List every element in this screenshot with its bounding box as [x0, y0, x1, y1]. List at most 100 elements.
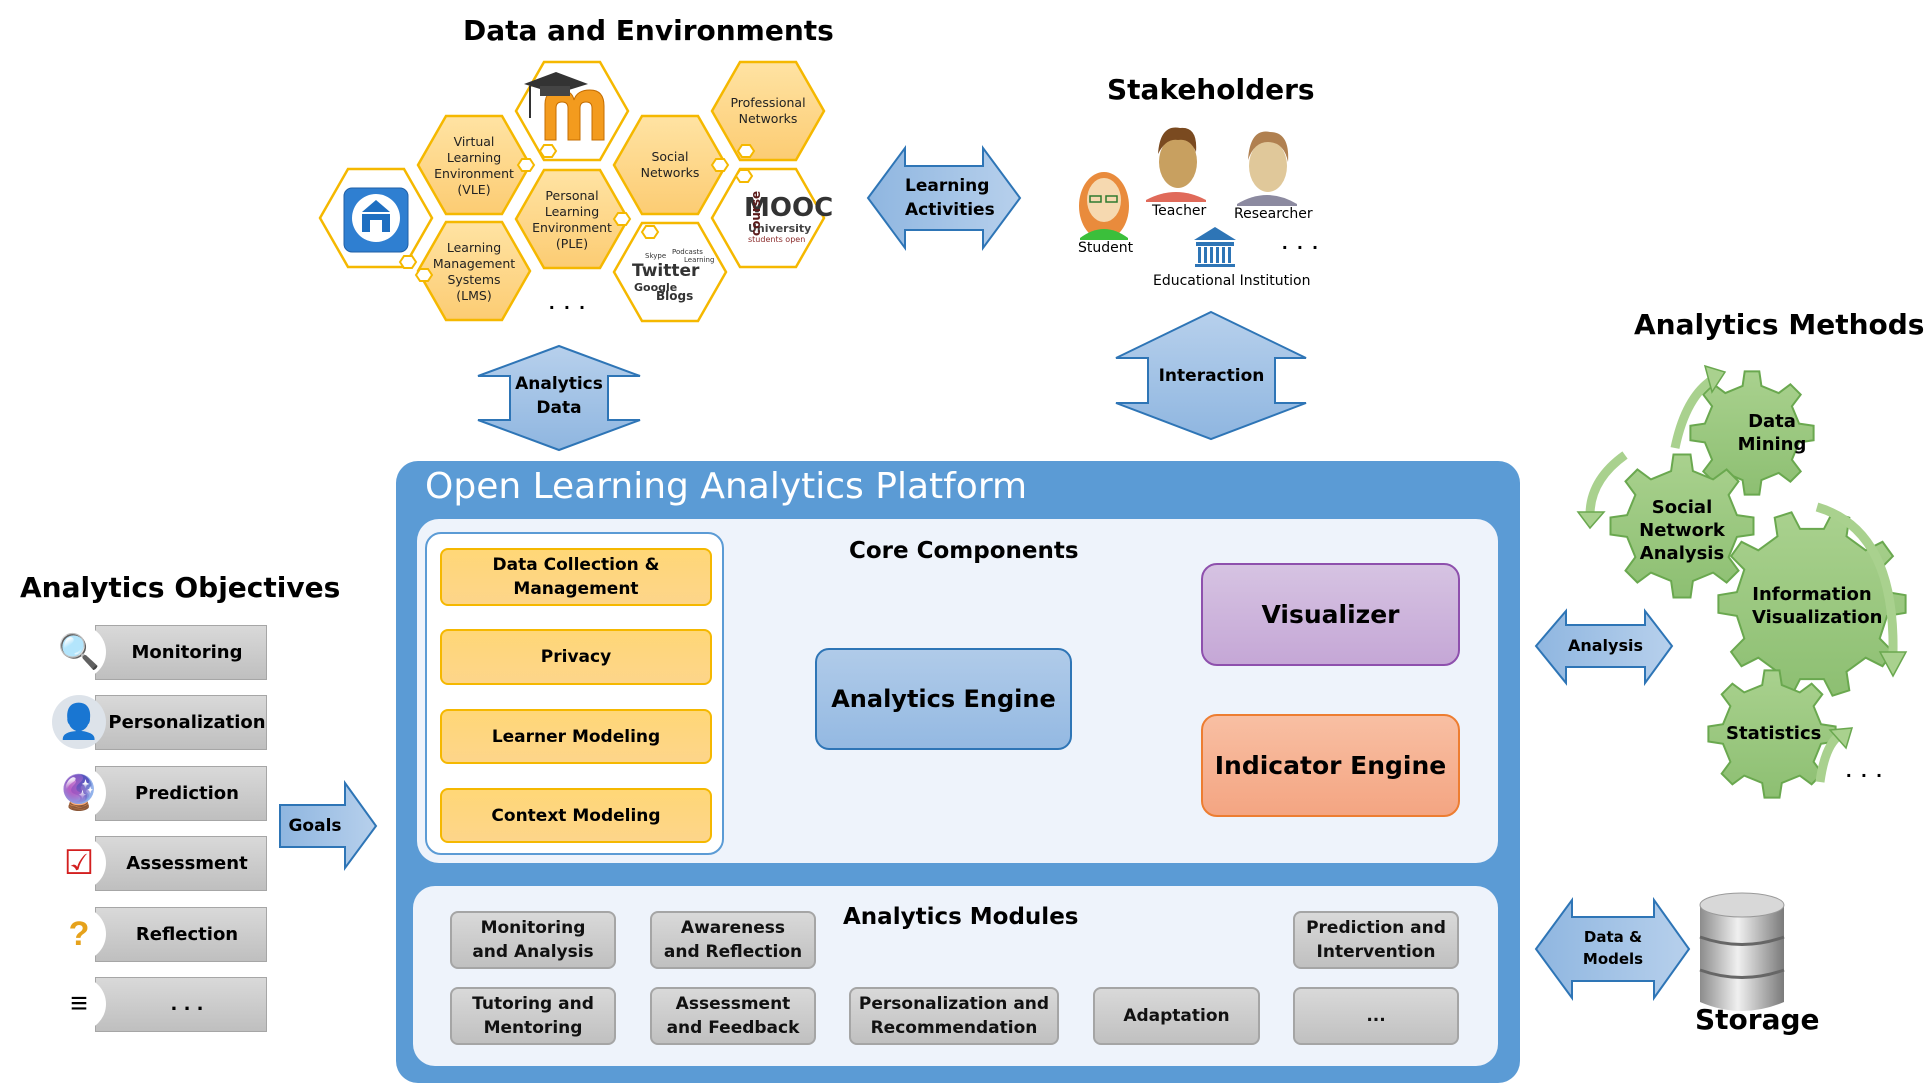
- objective-monitoring: Monitoring: [95, 625, 267, 680]
- svg-text:Podcasts: Podcasts: [672, 248, 703, 256]
- analytics-engine-box[interactable]: Analytics Engine: [815, 648, 1072, 750]
- mooc-wordcloud-icon: MOOC University students open course: [744, 191, 833, 244]
- hexagon-lms-label: Learning Management Systems (LMS): [418, 240, 530, 304]
- module-adaptation[interactable]: Adaptation: [1093, 987, 1260, 1045]
- label-line: Prediction and: [1306, 918, 1446, 938]
- gear-iv-label: Information Visualization: [1752, 583, 1883, 629]
- hexagon-ple-label: Personal Learning Environment (PLE): [516, 188, 628, 252]
- objective-prediction: Prediction: [95, 766, 267, 821]
- portal-logo-icon: [343, 187, 409, 253]
- data-collection-management-box[interactable]: Data Collection &Management: [440, 548, 712, 606]
- label-line: Context Modeling: [491, 805, 661, 826]
- data-models-label: Data & Models: [1572, 926, 1654, 970]
- learning-activities-label: Learning Activities: [905, 174, 995, 222]
- label-line: and Feedback: [666, 1018, 800, 1038]
- visualizer-box[interactable]: Visualizer: [1201, 563, 1460, 666]
- researcher-avatar: [1237, 131, 1297, 206]
- label-line: Networks: [640, 165, 700, 180]
- twitter-wordcloud-icon: Twitter Google Blogs Skype Podcasts Lear…: [632, 248, 714, 303]
- gear-sna-label: Social Network Analysis: [1630, 496, 1734, 565]
- indicator-engine-box[interactable]: Indicator Engine: [1201, 714, 1460, 817]
- label-line: (VLE): [457, 182, 491, 197]
- label-line: Management: [432, 256, 516, 271]
- label-line: Awareness: [680, 918, 786, 938]
- label-line: Systems: [447, 272, 501, 287]
- label-line: Personal: [545, 188, 599, 203]
- module-assessment-feedback[interactable]: Assessment and Feedback: [650, 987, 816, 1045]
- label-line: Learning: [446, 150, 502, 165]
- label-line: Mentoring: [483, 1018, 583, 1038]
- objective-personalization: Personalization: [95, 695, 267, 750]
- student-label: Student: [1078, 240, 1134, 256]
- hexagon-portal: [318, 167, 434, 269]
- label-line: Assessment: [675, 994, 791, 1014]
- svg-text:Learning: Learning: [684, 256, 714, 264]
- svg-text:Skype: Skype: [645, 252, 666, 260]
- label-line: Visualization: [1752, 607, 1883, 628]
- label-line: Tutoring and: [472, 994, 594, 1014]
- objective-assessment: Assessment: [95, 836, 267, 891]
- stakeholders-title: Stakeholders: [1107, 73, 1315, 106]
- label-line: Environment: [434, 166, 514, 181]
- module-more[interactable]: ...: [1293, 987, 1459, 1045]
- label-line: and Analysis: [472, 942, 594, 962]
- label-line: Networks: [738, 111, 798, 126]
- label-line: Intervention: [1316, 942, 1436, 962]
- label-line: Privacy: [540, 647, 612, 667]
- moodle-logo-icon: [524, 72, 605, 141]
- label-line: Learning: [446, 240, 502, 255]
- teacher-avatar: [1146, 127, 1206, 202]
- label-line: Professional: [730, 95, 806, 110]
- label-line: Adaptation: [1123, 1006, 1230, 1026]
- label-line: Virtual: [453, 134, 495, 149]
- question-mark-icon: ?: [52, 907, 106, 961]
- svg-text:Blogs: Blogs: [656, 289, 693, 303]
- label-line: Personalization and: [858, 994, 1050, 1014]
- label-line: Network: [1639, 520, 1725, 541]
- label-line: Social: [1651, 497, 1713, 518]
- objective-reflection: Reflection: [95, 907, 267, 962]
- analytics-data-label: Analytics Data: [510, 372, 608, 420]
- label-line: Analysis: [1639, 543, 1725, 564]
- label-line: (LMS): [456, 288, 492, 303]
- student-avatar: [1079, 172, 1129, 240]
- database-icon: [1699, 892, 1785, 1011]
- svg-text:course: course: [749, 191, 763, 236]
- label-line: Data: [536, 398, 582, 418]
- gear-statistics-label: Statistics: [1726, 723, 1822, 744]
- label-line: Data: [1748, 411, 1796, 432]
- label-line: Recommendation: [870, 1018, 1038, 1038]
- interaction-label: Interaction: [1158, 366, 1265, 386]
- goals-label: Goals: [288, 816, 342, 836]
- label-line: Social: [651, 149, 689, 164]
- label-line: Management: [513, 579, 639, 599]
- analytics-modules-title: Analytics Modules: [843, 904, 1079, 930]
- magnifier-icon: 🔍: [52, 625, 106, 679]
- label-line: Analytics: [515, 374, 603, 394]
- label-line: ...: [1366, 1006, 1386, 1026]
- teacher-label: Teacher: [1152, 203, 1207, 219]
- learner-modeling-box[interactable]: Learner Modeling: [440, 709, 712, 764]
- methods-title: Analytics Methods: [1634, 308, 1925, 341]
- objectives-title: Analytics Objectives: [20, 571, 341, 604]
- svg-text:students open: students open: [748, 235, 805, 244]
- hexagon-ellipsis: . . .: [549, 292, 587, 314]
- person-crowd-icon: 👤: [52, 695, 106, 749]
- institution-icon: [1194, 227, 1236, 267]
- institution-label: Educational Institution: [1153, 273, 1311, 289]
- context-modeling-box[interactable]: Context Modeling: [440, 788, 712, 843]
- analysis-label: Analysis: [1567, 636, 1643, 655]
- svg-text:University: University: [748, 222, 811, 235]
- label-line: Activities: [905, 200, 995, 220]
- crystal-ball-icon: 🔮: [52, 766, 106, 820]
- stakeholders-ellipsis: . . .: [1282, 232, 1320, 254]
- label-line: Learning: [544, 204, 600, 219]
- researcher-label: Researcher: [1234, 206, 1313, 222]
- data-environments-title: Data and Environments: [463, 14, 834, 47]
- privacy-box[interactable]: Privacy: [440, 629, 712, 685]
